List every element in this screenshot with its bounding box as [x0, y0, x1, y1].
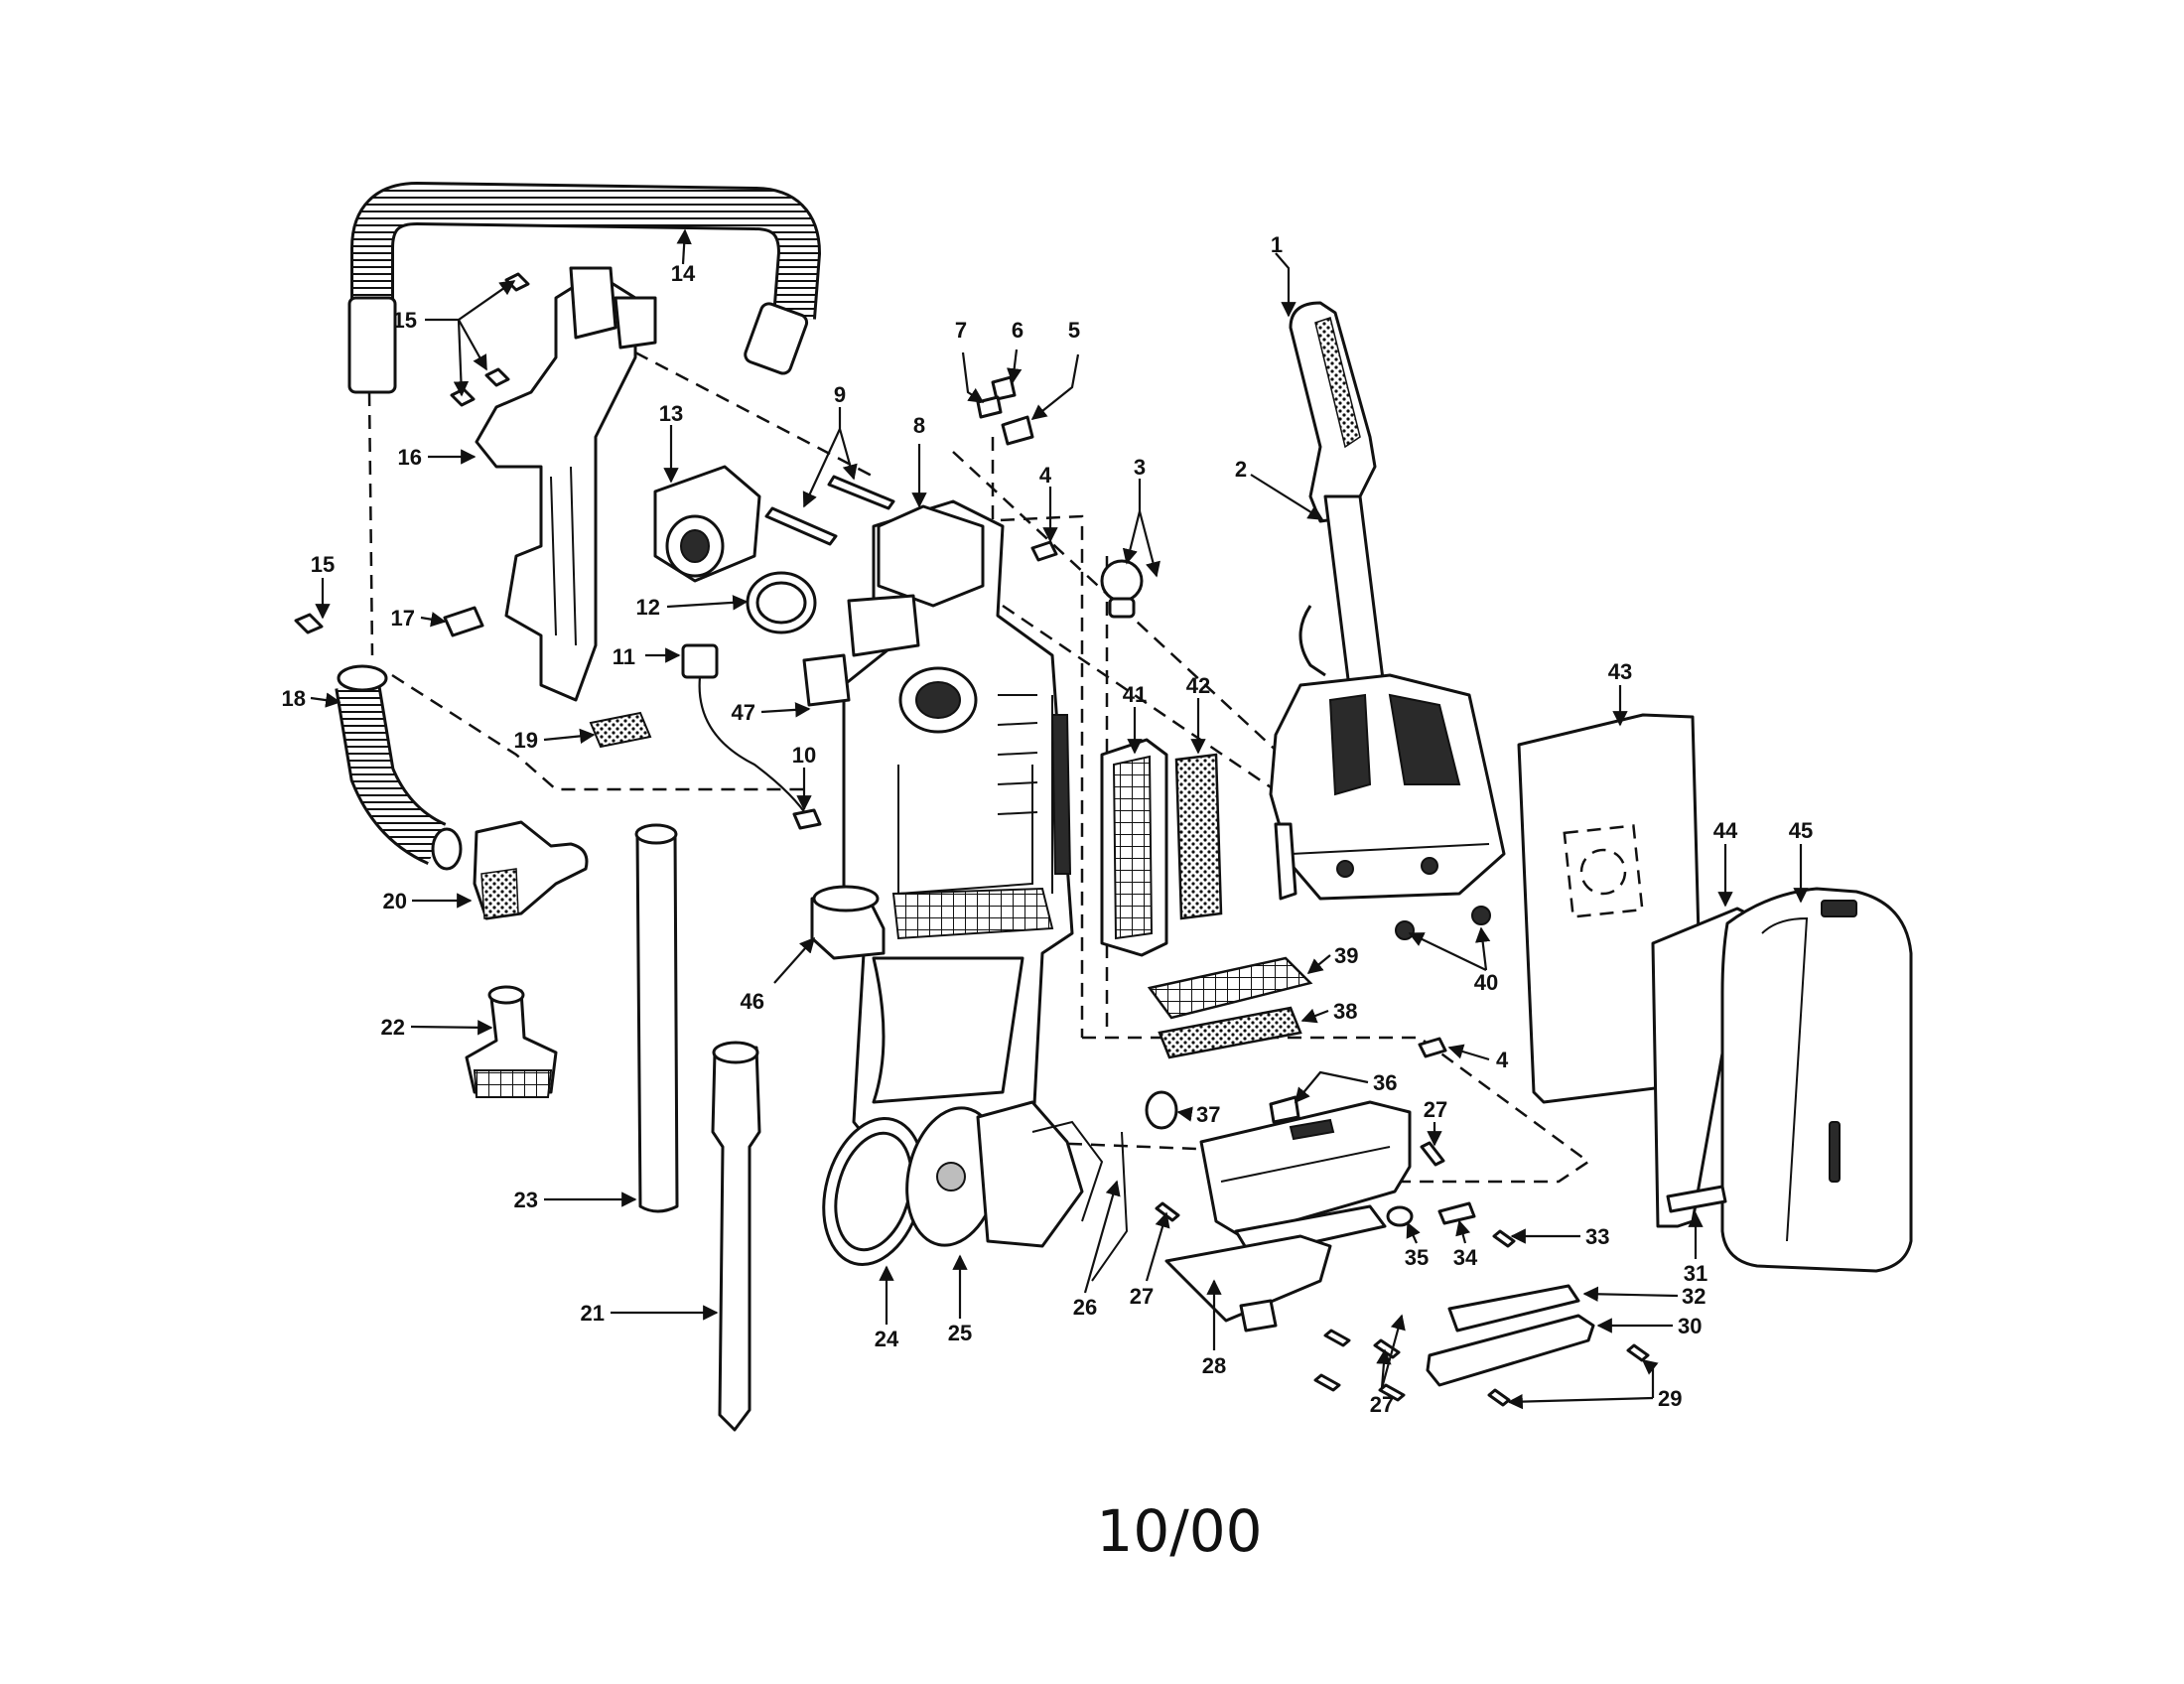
label-10: 10 [792, 743, 816, 768]
part-4-screw [1030, 540, 1447, 1058]
part-24-ring [822, 1116, 925, 1267]
label-17: 17 [391, 606, 415, 631]
part-30-bumper [1426, 1314, 1595, 1387]
label-14: 14 [671, 261, 696, 286]
part-3-caps [1100, 559, 1144, 619]
part-36-latch [1269, 1095, 1300, 1124]
label-20: 20 [383, 889, 407, 913]
part-28-bottom-plate [1164, 1234, 1332, 1333]
part-23-wand [634, 823, 679, 1213]
part-47-clip [802, 653, 851, 707]
label-46: 46 [741, 989, 764, 1014]
label-23: 23 [514, 1188, 538, 1212]
part-16-bracket [475, 266, 657, 702]
part-45-cover [1720, 887, 1913, 1273]
part-11-plug [681, 643, 810, 820]
label-4: 4 [1039, 463, 1052, 488]
leader-lines [310, 228, 1809, 1410]
part-10-clip [792, 808, 822, 830]
part-21-crevice-tool [711, 1041, 761, 1432]
label-40: 40 [1474, 970, 1498, 995]
label-29: 29 [1658, 1386, 1682, 1411]
label-7: 7 [955, 318, 967, 343]
part-7-6-5-switch [976, 375, 1034, 446]
label-34: 34 [1453, 1245, 1478, 1270]
part-31-strip [1666, 1185, 1727, 1213]
part-19-pad [589, 711, 652, 749]
part-37-cap [1145, 1090, 1178, 1130]
label-21: 21 [581, 1301, 605, 1326]
label-15: 15 [393, 308, 417, 333]
label-3: 3 [1134, 455, 1146, 480]
label-35: 35 [1405, 1245, 1429, 1270]
label-28: 28 [1202, 1353, 1226, 1378]
label-15: 15 [311, 552, 335, 577]
label-5: 5 [1068, 318, 1080, 343]
label-18: 18 [282, 686, 306, 711]
label-25: 25 [948, 1321, 972, 1345]
label-1: 1 [1271, 232, 1283, 257]
label-39: 39 [1334, 943, 1358, 968]
label-47: 47 [732, 700, 755, 725]
label-44: 44 [1713, 818, 1738, 843]
part-22-dusting-brush [465, 985, 558, 1098]
label-4: 4 [1496, 1048, 1509, 1072]
label-16: 16 [398, 445, 422, 470]
label-24: 24 [875, 1327, 899, 1351]
part-25-motor [905, 1100, 1104, 1248]
label-38: 38 [1333, 999, 1357, 1024]
label-26: 26 [1073, 1295, 1097, 1320]
part-8-housing [842, 499, 1074, 1174]
label-27: 27 [1370, 1392, 1394, 1417]
label-30: 30 [1678, 1314, 1702, 1338]
label-2: 2 [1235, 457, 1247, 482]
part-18-lower-hose [335, 664, 463, 871]
label-41: 41 [1123, 682, 1147, 707]
label-13: 13 [659, 401, 683, 426]
part-20-upholstery-tool [473, 820, 589, 920]
label-36: 36 [1373, 1070, 1397, 1095]
part-9-rods [764, 475, 895, 546]
part-38-foam-pad [1158, 1006, 1302, 1059]
part-39-grid-filter [1147, 956, 1313, 1020]
part-14-hose [347, 181, 822, 394]
label-33: 33 [1585, 1224, 1609, 1249]
label-22: 22 [381, 1015, 405, 1040]
part-handle-base [1269, 673, 1506, 901]
part-42-foam-filter [1174, 753, 1223, 920]
part-41-filter-frame [1100, 738, 1168, 957]
part-17-fitting [443, 606, 484, 637]
part-number-labels: 1 2 3 4 4 5 6 7 8 9 10 11 12 13 14 15 15… [282, 232, 1814, 1417]
label-11: 11 [613, 644, 635, 669]
label-31: 31 [1684, 1261, 1707, 1286]
part-1-2-handle [1289, 301, 1387, 697]
label-8: 8 [913, 413, 925, 438]
label-27: 27 [1130, 1284, 1154, 1309]
label-43: 43 [1608, 659, 1632, 684]
part-26-wire [1091, 1131, 1129, 1282]
date-code: 10/00 [1096, 1497, 1262, 1565]
part-32-brush-bar [1447, 1284, 1580, 1333]
part-27-29-33-screws [1155, 1141, 1650, 1407]
part-46-cup [810, 885, 886, 960]
label-12: 12 [636, 595, 660, 620]
label-27: 27 [1424, 1097, 1447, 1122]
part-13-connector [653, 465, 761, 583]
label-6: 6 [1012, 318, 1024, 343]
part-35-34-clips [1386, 1201, 1476, 1227]
label-37: 37 [1196, 1102, 1220, 1127]
label-45: 45 [1789, 818, 1813, 843]
part-base-assembly [1199, 1100, 1412, 1258]
label-9: 9 [834, 382, 846, 407]
label-19: 19 [514, 728, 538, 753]
label-32: 32 [1682, 1284, 1706, 1309]
label-42: 42 [1186, 673, 1210, 698]
part-12-ring [746, 571, 817, 634]
